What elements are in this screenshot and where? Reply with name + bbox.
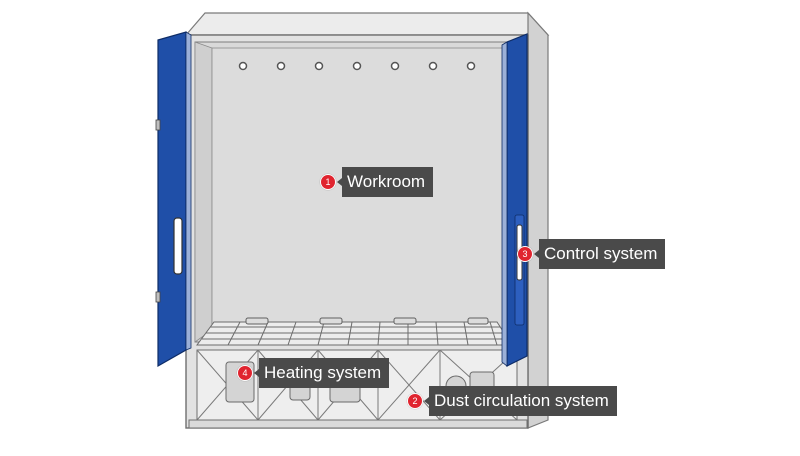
callout-control-system: 3 Control system <box>517 239 666 269</box>
nozzle-row <box>238 61 476 71</box>
callout-heating-system: 4 Heating system <box>237 358 390 388</box>
right-door-edge <box>501 41 508 367</box>
callout-pointer <box>424 397 429 405</box>
callout-pointer <box>337 178 342 186</box>
cabinet-top <box>184 12 550 36</box>
callout-dust-circulation-system: 2 Dust circulation system <box>407 386 617 416</box>
callout-number-badge: 2 <box>407 393 423 409</box>
cabinet-side <box>527 11 549 429</box>
callout-number-badge: 3 <box>517 246 533 262</box>
callout-label: Control system <box>539 239 666 269</box>
grate-clamps <box>245 317 489 325</box>
callout-pointer <box>254 369 259 377</box>
nozzle <box>428 61 438 71</box>
left-door-handle <box>173 217 183 275</box>
nozzle <box>314 61 324 71</box>
nozzle <box>238 61 248 71</box>
callout-label: Heating system <box>259 358 390 388</box>
left-door-hinges <box>155 119 161 303</box>
grate-bars <box>202 321 508 346</box>
nozzle <box>276 61 286 71</box>
callout-label: Workroom <box>342 167 434 197</box>
left-door-edge <box>185 31 192 351</box>
callout-workroom: 1 Workroom <box>320 167 434 197</box>
left-door <box>157 31 187 368</box>
callout-number-badge: 4 <box>237 365 253 381</box>
nozzle <box>390 61 400 71</box>
callout-label: Dust circulation system <box>429 386 617 416</box>
cabinet-base <box>188 419 528 429</box>
nozzle <box>352 61 362 71</box>
callout-number-badge: 1 <box>320 174 336 190</box>
callout-pointer <box>534 250 539 258</box>
nozzle <box>466 61 476 71</box>
workroom-side-wall <box>194 41 213 343</box>
